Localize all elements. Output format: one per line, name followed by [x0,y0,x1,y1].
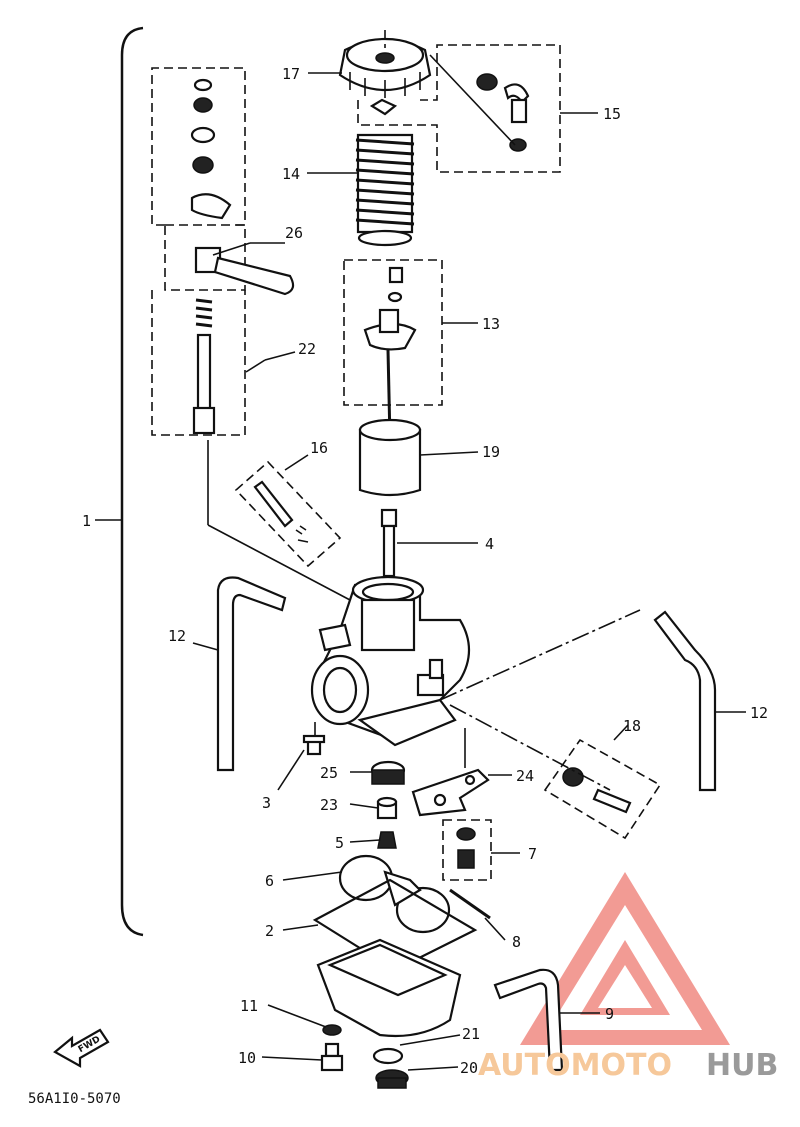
callout-19: 19 [482,443,500,461]
watermark-text-automoto: AUTOMOTO [478,1048,672,1083]
callout-16: 16 [310,439,328,457]
part-10-screw [320,1042,344,1072]
fwd-direction-marker: FWD [53,1028,110,1068]
part-21-o-ring [372,1047,404,1065]
callout-1: 1 [82,512,91,530]
float-bowl [316,938,462,1038]
callout-25: 25 [320,764,338,782]
callout-20: 20 [460,1059,478,1077]
callout-17: 17 [282,65,300,83]
watermark-text-hub: HUB [706,1048,778,1083]
callout-4: 4 [485,535,494,553]
callout-8: 8 [512,933,521,951]
part-12-vent-hose-left [216,576,287,772]
part-8-float-pin [449,888,491,920]
part-24-plate [411,768,490,817]
part-20-drain-plug [375,1069,409,1089]
part-13-jet-needle-set [363,266,417,441]
part-15-air-vent-fitting [476,73,530,152]
part-23-washer [376,796,398,820]
callout-5: 5 [335,834,344,852]
part-7-drain-screw-set [456,827,476,869]
part-19-throttle-valve [358,418,422,497]
callout-14: 14 [282,165,300,183]
part-14-throttle-spring [355,133,415,247]
callout-23: 23 [320,796,338,814]
diagram-code: 56A1I0-5070 [28,1091,121,1107]
part-17-top-cap [338,37,432,116]
part-16-pilot-screw [253,480,309,543]
callout-13: 13 [482,315,500,333]
callout-7: 7 [528,845,537,863]
part-22-starter-plunger-set [190,78,232,435]
part-9-drain-hose [493,968,564,1072]
callout-22: 22 [298,340,316,358]
part-26-starter-lever [194,246,295,296]
part-3-screw [302,734,326,756]
carburetor-body [310,575,470,747]
watermark-logo [520,872,730,1045]
part-5-main-jet [377,831,397,849]
callout-24: 24 [516,767,534,785]
callout-18: 18 [623,717,641,735]
part-18-throttle-stop-screw [562,767,632,814]
callout-12-left: 12 [168,627,186,645]
callout-6: 6 [265,872,274,890]
assembly-bracket [120,26,144,937]
callout-11: 11 [240,997,258,1015]
callout-21: 21 [462,1025,480,1043]
part-6-float [338,854,451,934]
callout-2: 2 [265,922,274,940]
part-12-vent-hose-right [653,610,717,792]
callout-12-right: 12 [750,704,768,722]
callout-15: 15 [603,105,621,123]
callout-9: 9 [605,1005,614,1023]
part-11-washer [322,1024,342,1036]
callout-3: 3 [262,794,271,812]
part-25-main-jet-holder [370,760,406,785]
callout-10: 10 [238,1049,256,1067]
callout-26: 26 [285,224,303,242]
part-4-needle-jet [380,508,398,578]
